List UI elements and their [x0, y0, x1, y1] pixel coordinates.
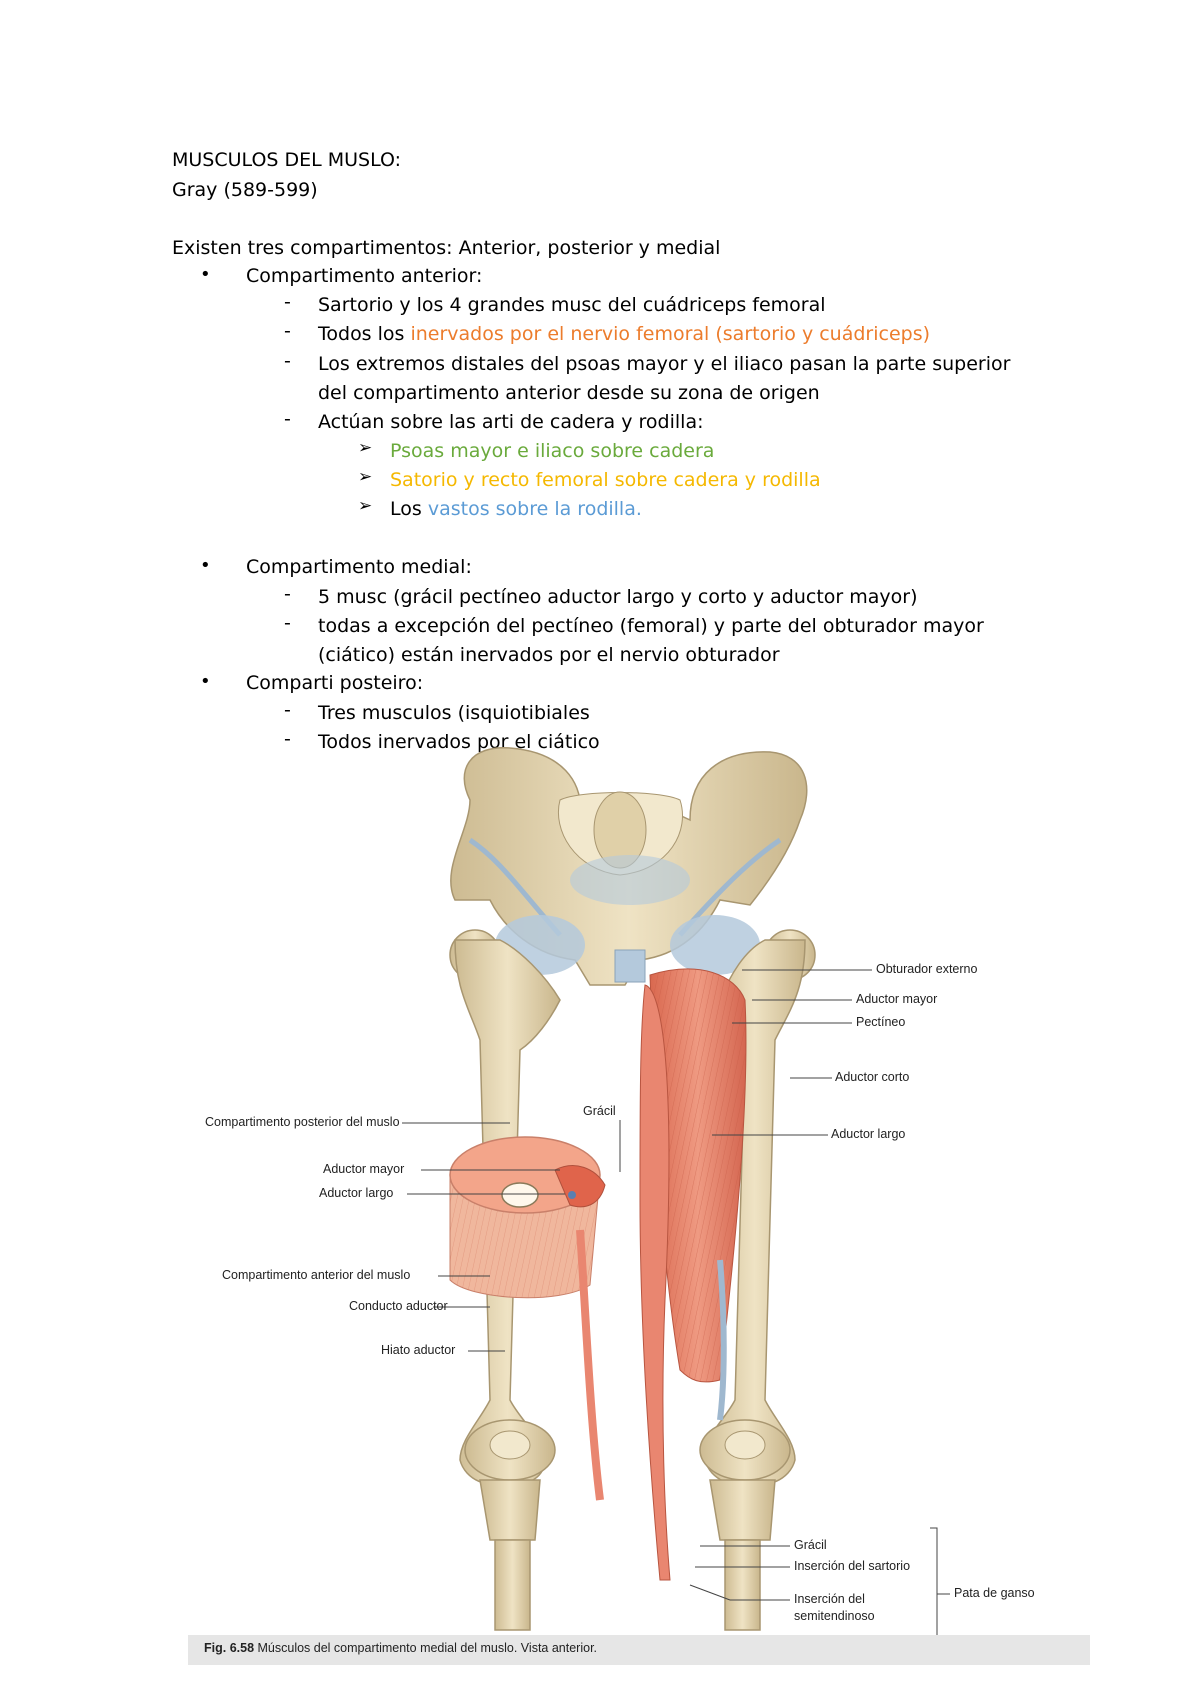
label-insercion-semitendinoso-2: semitendinoso — [794, 1609, 875, 1623]
label-conducto-aductor: Conducto aductor — [349, 1299, 448, 1313]
leader-lines — [402, 969, 950, 1661]
arrow-bullet-icon: ➢ — [358, 438, 373, 458]
anterior-item-2: Todos los inervados por el nervio femora… — [318, 320, 930, 348]
label-insercion-semitendinoso-1: Inserción del — [794, 1592, 865, 1606]
posterior-item-2: Todos inervados por el ciático — [318, 731, 600, 753]
medial-item-2-line-2: (ciático) están inervados por el nervio … — [318, 644, 780, 666]
anterior-sub-3: Los vastos sobre la rodilla. — [390, 495, 642, 523]
label-aductor-mayor-right: Aductor mayor — [856, 992, 938, 1006]
anterior-heading: Compartimento anterior: — [246, 265, 483, 287]
label-obturador-externo: Obturador externo — [876, 962, 978, 976]
caption-text: Músculos del compartimento medial del mu… — [254, 1641, 598, 1655]
reference-text: Gray (589-599) — [172, 179, 318, 201]
adductor-muscles — [639, 968, 747, 1581]
bullet-icon: • — [200, 264, 211, 285]
pelvis — [450, 747, 808, 986]
anterior-sub-1: Psoas mayor e iliaco sobre cadera — [390, 440, 715, 462]
page-title: MUSCULOS DEL MUSLO: — [172, 149, 402, 171]
label-compartimento-posterior: Compartimento posterior del muslo — [205, 1115, 400, 1129]
medial-item-1: 5 musc (grácil pectíneo aductor largo y … — [318, 586, 918, 608]
label-aductor-largo-left: Aductor largo — [319, 1186, 394, 1200]
dash-icon: - — [284, 291, 291, 313]
anterior-sub-3-highlight: vastos sobre la rodilla. — [427, 498, 642, 520]
dash-icon: - — [284, 728, 291, 750]
arrow-bullet-icon: ➢ — [358, 496, 373, 516]
label-pectineo: Pectíneo — [856, 1015, 906, 1029]
anterior-item-3-line-1: Los extremos distales del psoas mayor y … — [318, 353, 1011, 375]
intro-text: Existen tres compartimentos: Anterior, p… — [172, 237, 721, 259]
medial-heading: Compartimento medial: — [246, 556, 472, 578]
dash-icon: - — [284, 612, 291, 634]
medial-item-2-line-1: todas a excepción del pectíneo (femoral)… — [318, 615, 984, 637]
posterior-heading: Comparti posteiro: — [246, 672, 424, 694]
bullet-icon: • — [200, 671, 211, 692]
label-pata-de-ganso: Pata de ganso — [954, 1586, 1035, 1600]
label-insercion-sartorio: Inserción del sartorio — [794, 1559, 911, 1573]
dash-icon: - — [284, 350, 291, 372]
figure-caption: Fig. 6.58 Músculos del compartimento med… — [204, 1641, 597, 1655]
bullet-icon: • — [200, 555, 211, 576]
dash-icon: - — [284, 320, 291, 342]
label-compartimento-anterior: Compartimento anterior del muslo — [222, 1268, 411, 1282]
anterior-sub-3-prefix: Los — [390, 498, 428, 520]
anterior-item-2-highlight: inervados por el nervio femoral (sartori… — [410, 323, 931, 345]
thigh-cross-section — [449, 1136, 606, 1501]
anterior-item-2-prefix: Todos los — [318, 323, 411, 345]
label-aductor-largo-right: Aductor largo — [831, 1127, 906, 1141]
arrow-bullet-icon: ➢ — [358, 467, 373, 487]
label-aductor-mayor-left: Aductor mayor — [323, 1162, 405, 1176]
anterior-item-3-line-2: del compartimento anterior desde su zona… — [318, 382, 820, 404]
label-gracil-bottom: Grácil — [794, 1538, 827, 1552]
label-gracil-top: Grácil — [583, 1104, 616, 1118]
caption-bar — [188, 1635, 1090, 1665]
dash-icon: - — [284, 408, 291, 430]
dash-icon: - — [284, 699, 291, 721]
posterior-item-1: Tres musculos (isquiotibiales — [318, 702, 590, 724]
label-aductor-corto: Aductor corto — [835, 1070, 910, 1084]
label-hiato-aductor: Hiato aductor — [381, 1343, 456, 1357]
anterior-item-4: Actúan sobre las arti de cadera y rodill… — [318, 411, 704, 433]
caption-number: Fig. 6.58 — [204, 1641, 255, 1655]
anterior-sub-2: Satorio y recto femoral sobre cadera y r… — [390, 469, 821, 491]
dash-icon: - — [284, 583, 291, 605]
anterior-item-1: Sartorio y los 4 grandes musc del cuádri… — [318, 294, 826, 316]
